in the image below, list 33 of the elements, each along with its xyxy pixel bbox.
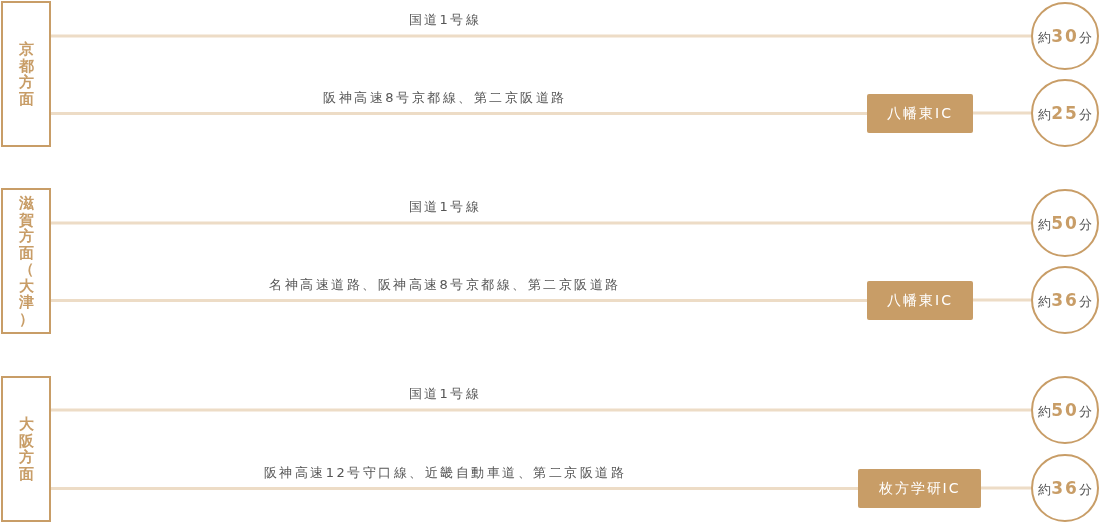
travel-time: 約50分 <box>1038 399 1092 421</box>
route-label: 国道1号線 <box>408 386 482 402</box>
route-label: 国道1号線 <box>408 12 482 28</box>
travel-time: 約36分 <box>1038 477 1092 499</box>
direction-box <box>1 1 51 147</box>
route-line <box>51 408 1031 412</box>
route-label: 阪神高速12号守口線、近畿自動車道、第二京阪道路 <box>263 464 627 481</box>
route-line <box>51 299 867 302</box>
interchange-name: 八幡東IC <box>887 292 953 309</box>
direction-box <box>1 376 51 522</box>
route-line <box>51 34 1031 38</box>
route-line <box>981 486 1031 490</box>
direction-label: 大阪方面 <box>18 416 34 482</box>
travel-time: 約50分 <box>1038 212 1092 234</box>
interchange-name: 八幡東IC <box>887 105 953 122</box>
interchange-box <box>867 94 973 133</box>
route-line <box>973 298 1031 302</box>
route-label: 阪神高速8号京都線、第二京阪道路 <box>323 89 567 106</box>
route-line <box>51 221 1031 225</box>
direction-label: 京都方面 <box>18 41 34 107</box>
route-line <box>51 487 858 490</box>
route-line <box>973 111 1031 115</box>
interchange-box <box>858 469 981 508</box>
travel-time: 約36分 <box>1038 289 1092 311</box>
direction-box <box>1 188 51 334</box>
interchange-box <box>867 281 973 320</box>
interchange-name: 枚方学研IC <box>878 480 961 497</box>
route-label: 名神高速道路、阪神高速8号京都線、第二京阪道路 <box>269 276 621 293</box>
direction-label: 滋賀方面（大津） <box>18 195 34 327</box>
travel-time: 約30分 <box>1038 25 1092 47</box>
route-label: 国道1号線 <box>408 199 482 215</box>
route-line <box>51 112 867 115</box>
travel-time: 約25分 <box>1038 102 1092 124</box>
